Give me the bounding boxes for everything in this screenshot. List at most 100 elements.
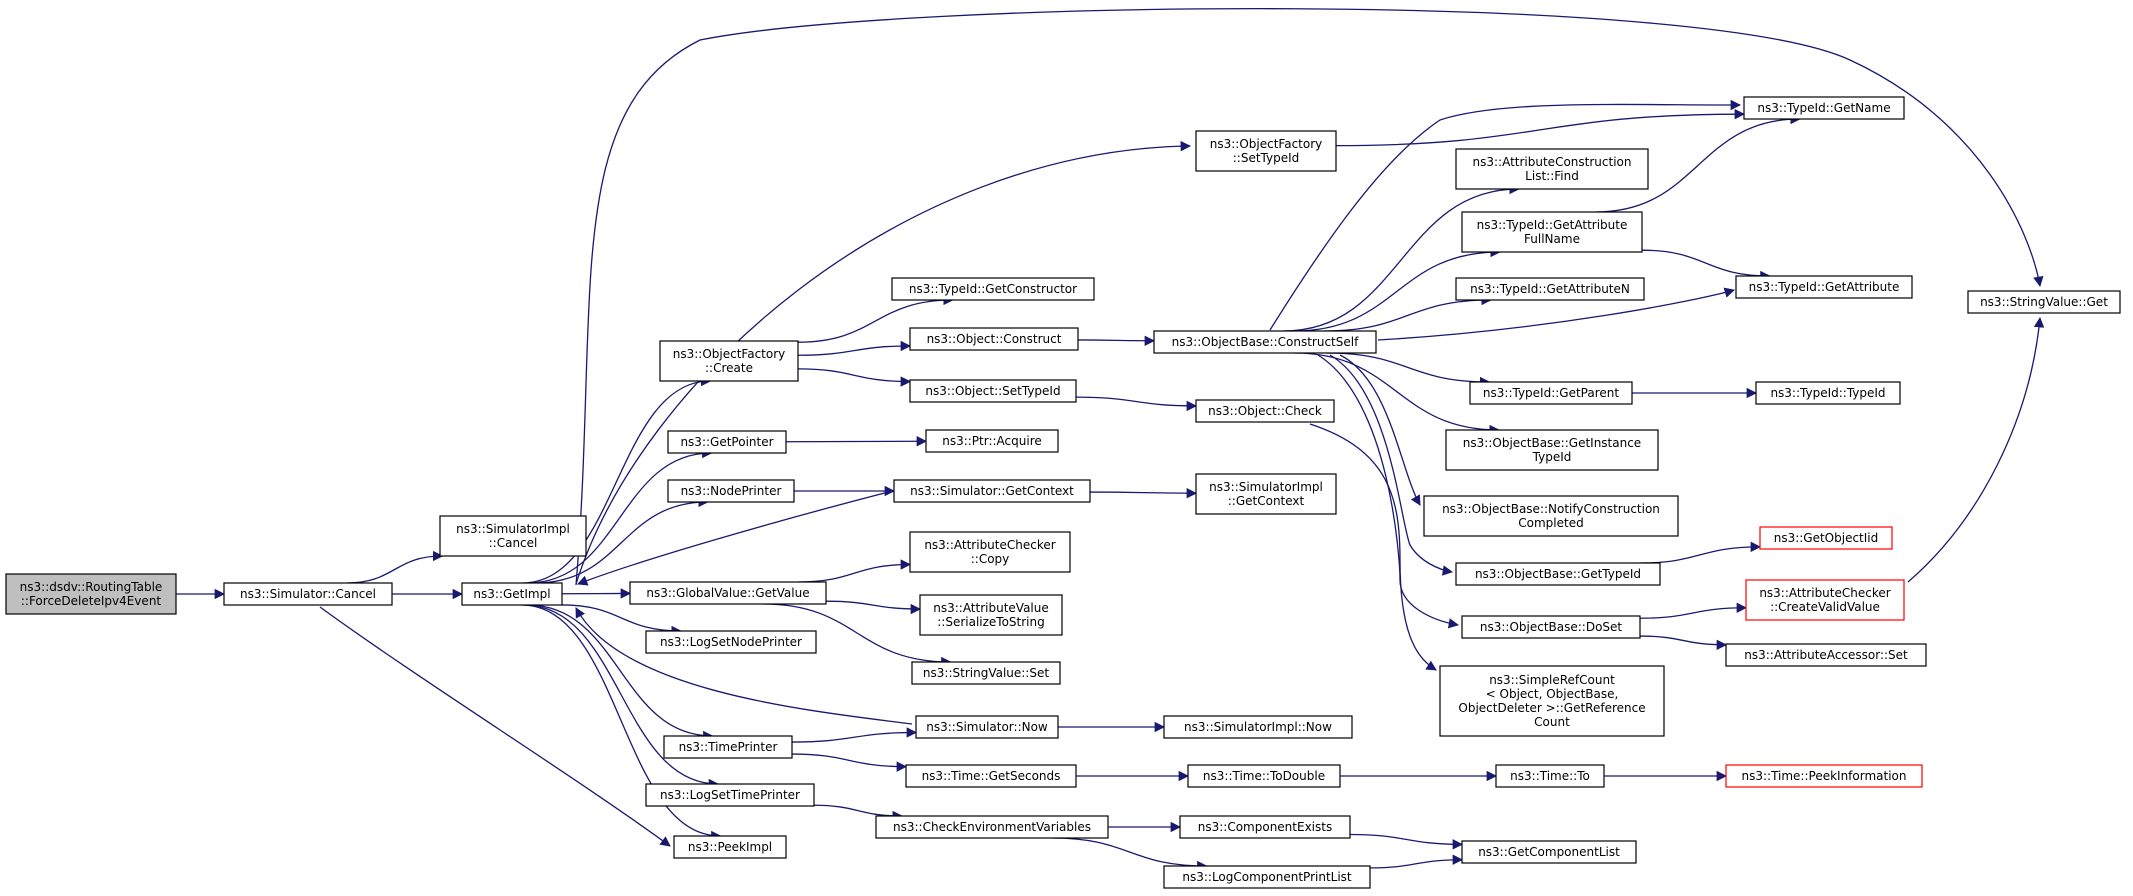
node-ac-copy[interactable]: ns3::AttributeChecker::Copy [909, 531, 1071, 573]
node-label: ns3::LogComponentPrintList [1182, 870, 1352, 884]
node-typeid-getattribute[interactable]: ns3::TypeId::GetAttribute [1735, 275, 1913, 299]
node-box [1495, 764, 1605, 788]
node-componentexists[interactable]: ns3::ComponentExists [1179, 815, 1351, 839]
node-label: ns3::StringValue::Get [1980, 295, 2108, 309]
edge-gv-getvalue-to-sv-set [763, 603, 952, 668]
node-sim-cancel[interactable]: ns3::Simulator::Cancel [223, 582, 393, 606]
node-box [1455, 562, 1661, 586]
node-label: ns3::PeekImpl [688, 840, 772, 854]
node-simimpl-getcontext[interactable]: ns3::SimulatorImpl::GetContext [1195, 473, 1337, 515]
node-box [667, 479, 795, 503]
edge-checkenv-to-logcomponentprintlist [1052, 837, 1208, 872]
node-object-check[interactable]: ns3::Object::Check [1195, 399, 1335, 423]
edge-getimpl-to-nodeprinter [535, 496, 709, 584]
edge-gv-getvalue-to-av-serialize [825, 600, 922, 615]
node-object-construct[interactable]: ns3::Object::Construct [909, 327, 1079, 351]
node-box [1745, 579, 1905, 621]
edge-ob-constructself-to-typeid-getattrfullname [1293, 246, 1501, 332]
node-box [663, 735, 793, 759]
node-label: ns3::TimePrinter [679, 740, 778, 754]
node-typeid-getconstructor[interactable]: ns3::TypeId::GetConstructor [891, 277, 1095, 301]
node-gv-getvalue[interactable]: ns3::GlobalValue::GetValue [629, 581, 827, 605]
edge-of-settypeid-to-typeid-getname [1335, 108, 1746, 147]
node-ptr-acquire[interactable]: ns3::Ptr::Acquire [925, 429, 1059, 453]
node-logcomponentprintlist[interactable]: ns3::LogComponentPrintList [1163, 865, 1371, 889]
node-force-delete[interactable]: ns3::dsdv::RoutingTable::ForceDeleteIpv4… [5, 573, 177, 615]
node-label: ns3::Time::ToDouble [1203, 769, 1325, 783]
node-label: ns3::AttributeChecker [924, 538, 1055, 552]
node-typeid-getattrn[interactable]: ns3::TypeId::GetAttributeN [1455, 277, 1645, 301]
node-accessor-set[interactable]: ns3::AttributeAccessor::Set [1725, 643, 1927, 667]
node-getobjectiid[interactable]: ns3::GetObjectIid [1759, 526, 1893, 550]
node-label: ns3::Simulator::Cancel [240, 587, 376, 601]
node-label: ns3::ObjectBase::GetInstance [1463, 436, 1641, 450]
edge-logcomponentprintlist-to-getcomponentlist [1369, 854, 1464, 869]
node-av-serialize[interactable]: ns3::AttributeValue::SerializeToString [919, 594, 1063, 636]
node-timeprinter[interactable]: ns3::TimePrinter [663, 735, 793, 759]
edge-ob-constructself-to-ob-notifyconstruction [1339, 354, 1421, 506]
edge-getimpl-to-of-settypeid [575, 140, 1192, 585]
node-box [1187, 764, 1341, 788]
node-label: ObjectDeleter >::GetReference [1458, 701, 1645, 715]
node-getpointer[interactable]: ns3::GetPointer [667, 430, 787, 454]
edge-getimpl-to-timeprinter [527, 604, 714, 742]
node-getimpl[interactable]: ns3::GetImpl [461, 582, 563, 606]
node-logsetnodeprinter[interactable]: ns3::LogSetNodePrinter [645, 630, 817, 654]
node-ob-constructself[interactable]: ns3::ObjectBase::ConstructSelf [1153, 330, 1377, 354]
node-ob-gettypeid[interactable]: ns3::ObjectBase::GetTypeId [1455, 562, 1661, 586]
edge-getimpl-to-logsettimeprinter [523, 604, 720, 790]
node-label: ::SerializeToString [937, 615, 1045, 629]
node-label: List::Find [1525, 169, 1579, 183]
edge-object-construct-to-ob-constructself [1077, 335, 1156, 346]
node-sv-set[interactable]: ns3::StringValue::Set [911, 661, 1061, 685]
node-box [1153, 330, 1377, 354]
node-logsettimeprinter[interactable]: ns3::LogSetTimePrinter [645, 783, 815, 807]
node-time-to[interactable]: ns3::Time::To [1495, 764, 1605, 788]
node-label: ns3::SimulatorImpl [1209, 480, 1323, 494]
node-simimpl-now[interactable]: ns3::SimulatorImpl::Now [1163, 715, 1353, 739]
node-ob-notifyconstruction[interactable]: ns3::ObjectBase::NotifyConstructionCompl… [1423, 495, 1679, 537]
edge-ob-constructself-to-typeid-getparent [1326, 352, 1491, 388]
node-of-create[interactable]: ns3::ObjectFactory::Create [659, 340, 799, 382]
node-label: ::SetTypeId [1233, 151, 1300, 165]
node-sim-getcontext[interactable]: ns3::Simulator::GetContext [893, 479, 1091, 503]
node-simplerefcount[interactable]: ns3::SimpleRefCount< Object, ObjectBase,… [1439, 665, 1665, 737]
node-time-peekinfo[interactable]: ns3::Time::PeekInformation [1725, 764, 1923, 788]
edge-getimpl-to-logsetnodeprinter [561, 604, 682, 637]
node-label: Count [1534, 715, 1570, 729]
node-label: ns3::dsdv::RoutingTable [20, 580, 163, 594]
node-typeid-getparent[interactable]: ns3::TypeId::GetParent [1469, 381, 1633, 405]
node-ac-createvalidvalue[interactable]: ns3::AttributeChecker::CreateValidValue [1745, 579, 1905, 621]
edge-timeprinter-to-sim-now [791, 727, 918, 743]
node-label: ns3::SimulatorImpl::Now [1184, 720, 1332, 734]
node-checkenv[interactable]: ns3::CheckEnvironmentVariables [875, 815, 1109, 839]
edge-getimpl-to-of-create [522, 375, 712, 584]
edge-sim-cancel-to-simimpl-cancel [346, 550, 444, 584]
node-typeid-typeid[interactable]: ns3::TypeId::TypeId [1755, 381, 1901, 405]
node-sim-now[interactable]: ns3::Simulator::Now [915, 715, 1059, 739]
node-box [1759, 526, 1893, 550]
node-stringvalue-get[interactable]: ns3::StringValue::Get [1967, 290, 2121, 314]
node-label: ns3::GetImpl [473, 587, 550, 601]
node-label: ns3::TypeId::GetAttributeN [1470, 282, 1630, 296]
node-box [1455, 277, 1645, 301]
node-time-getseconds[interactable]: ns3::Time::GetSeconds [905, 764, 1077, 788]
node-getcomponentlist[interactable]: ns3::GetComponentList [1461, 840, 1637, 864]
node-peekimpl[interactable]: ns3::PeekImpl [673, 835, 787, 859]
node-label: ns3::TypeId::GetName [1757, 101, 1890, 115]
node-label: ns3::StringValue::Set [923, 666, 1049, 680]
node-object-settypeid[interactable]: ns3::Object::SetTypeId [909, 379, 1077, 403]
node-typeid-getname[interactable]: ns3::TypeId::GetName [1743, 96, 1905, 120]
node-nodeprinter[interactable]: ns3::NodePrinter [667, 479, 795, 503]
node-ob-doset[interactable]: ns3::ObjectBase::DoSet [1461, 615, 1641, 639]
edge-gv-getvalue-to-ac-copy [798, 559, 912, 583]
node-of-settypeid[interactable]: ns3::ObjectFactory::SetTypeId [1195, 130, 1337, 172]
node-box [891, 277, 1095, 301]
edge-of-create-to-typeid-getconstructor [797, 294, 954, 343]
node-simimpl-cancel[interactable]: ns3::SimulatorImpl::Cancel [439, 515, 587, 557]
node-time-todouble[interactable]: ns3::Time::ToDouble [1187, 764, 1341, 788]
